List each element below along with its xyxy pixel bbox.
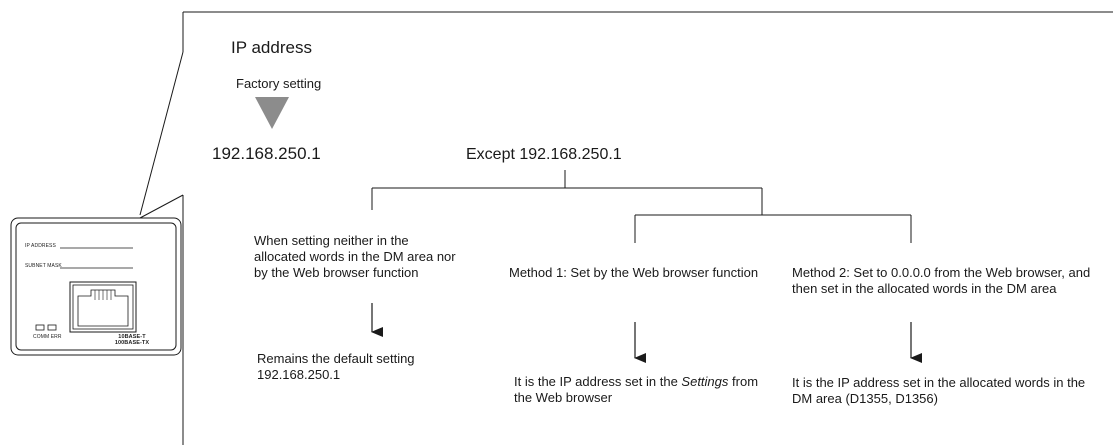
device-port-label-2: 100BASE-TX [114,340,150,346]
method-1-result-text-a: It is the IP address set in the [514,374,682,389]
result-arrows [371,303,922,363]
method-1-condition: Method 1: Set by the Web browser functio… [509,265,759,280]
method-1-settings-term: Settings [681,374,729,389]
branch-default-condition: When setting neither in the allocated wo… [254,233,456,280]
ethernet-port [69,281,137,333]
tree-connectors [371,170,912,243]
callout-frame [139,11,1113,445]
factory-triangle [255,97,289,129]
factory-setting-label: Factory setting [236,76,322,91]
method-2-result: It is the IP address set in the allocate… [792,375,1086,406]
device-ip-label: IP ADDRESS [25,243,56,249]
device-led-labels: COMM ERR [33,334,62,340]
device-port-label-1: 10BASE-T [118,334,146,340]
led-err [47,324,57,331]
method-1-result: It is the IP address set in the Settings… [514,374,774,406]
device-subnet-mask-label: SUBNET MASK [25,263,62,269]
except-label: Except 192.168.250.1 [466,146,622,163]
page-title: IP address [231,38,312,57]
device-panel [10,217,182,356]
factory-ip-address: 192.168.250.1 [212,144,321,163]
method-2-condition: Method 2: Set to 0.0.0.0 from the Web br… [792,265,1091,296]
branch-default-result: Remains the default setting 192.168.250.… [257,351,415,382]
method-1-result-text-b: from the Web browser [514,374,759,405]
led-comm [35,324,45,331]
